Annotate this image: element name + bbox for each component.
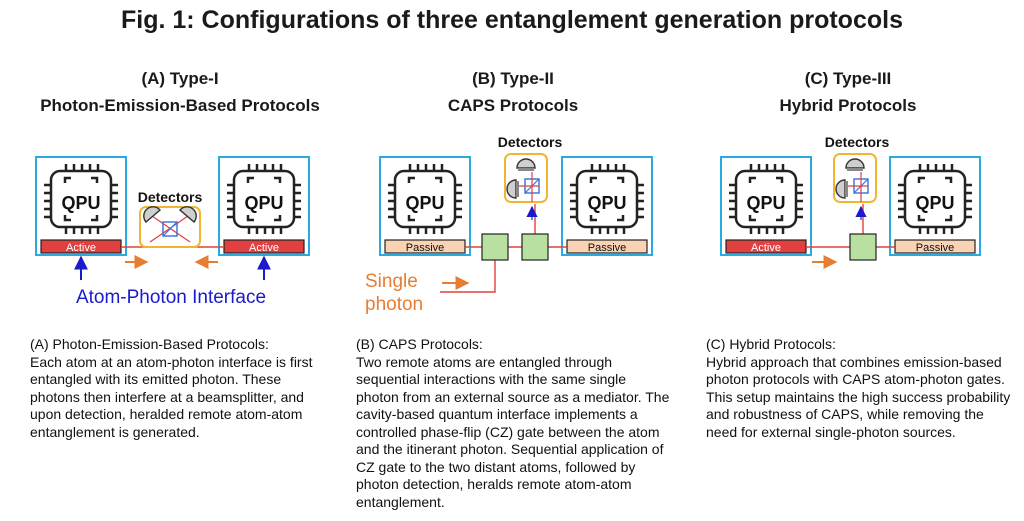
qpu-label: QPU	[244, 193, 283, 213]
panel-a-description: (A) Photon-Emission-Based Protocols: Eac…	[30, 336, 325, 441]
qpu-label: QPU	[746, 193, 785, 213]
panel-c-subtitle: Hybrid Protocols	[779, 96, 917, 115]
qpu-label: QPU	[405, 193, 444, 213]
interface-label: Active	[66, 242, 96, 254]
interface-label: Passive	[588, 242, 627, 254]
panel-c-description: (C) Hybrid Protocols: Hybrid approach th…	[706, 336, 1011, 441]
detectors-label: Detectors	[138, 189, 203, 205]
panel-b-description: (B) CAPS Protocols: Two remote atoms are…	[356, 336, 671, 511]
description-body: Hybrid approach that combines emission-b…	[706, 353, 1011, 440]
panel-a-subtitle: Photon-Emission-Based Protocols	[40, 96, 320, 115]
panel-a-type: (A) Type-I	[141, 69, 219, 88]
detector-module	[833, 153, 877, 203]
beamsplitter-detectors	[139, 206, 201, 248]
panel-c-type: (C) Type-III	[804, 69, 892, 88]
interface-label: Active	[249, 242, 279, 254]
detector-module	[504, 153, 548, 203]
atom-photon-interface-label: Atom-Photon Interface	[76, 287, 266, 308]
description-title: (B) CAPS Protocols:	[356, 336, 483, 352]
detectors-label: Detectors	[825, 134, 890, 150]
cz-gate	[849, 233, 877, 261]
detectors-label: Detectors	[498, 134, 563, 150]
qpu-label: QPU	[915, 193, 954, 213]
panel-c-heading: (C) Type-III Hybrid Protocols	[698, 65, 998, 119]
panel-b-diagram: QPU QPU Passive Passive Detectors Single…	[365, 134, 654, 315]
panel-b-heading: (B) Type-II CAPS Protocols	[363, 65, 663, 119]
panel-a-diagram: QPU QPU Active Active Detectors Atom-Pho…	[34, 155, 311, 308]
cz-gate	[481, 233, 509, 261]
description-title: (C) Hybrid Protocols:	[706, 336, 836, 352]
single-photon-label: Single	[365, 271, 418, 292]
interface-label: Passive	[916, 242, 955, 254]
panel-b-type: (B) Type-II	[472, 69, 554, 88]
interface-label: Passive	[406, 242, 445, 254]
panel-b-subtitle: CAPS Protocols	[447, 96, 579, 115]
panel-a-heading: (A) Type-I Photon-Emission-Based Protoco…	[30, 65, 330, 119]
description-body: Each atom at an atom-photon interface is…	[30, 353, 313, 440]
panel-c-diagram: QPU QPU Active Passive Detectors	[719, 134, 982, 269]
cz-gate	[521, 233, 549, 261]
description-title: (A) Photon-Emission-Based Protocols:	[30, 336, 269, 352]
interface-label: Active	[751, 242, 781, 254]
qpu-label: QPU	[587, 193, 626, 213]
single-photon-label: photon	[365, 294, 423, 315]
description-body: Two remote atoms are entangled through s…	[356, 353, 670, 510]
figure-title: Fig. 1: Configurations of three entangle…	[121, 6, 903, 34]
optical-fiber	[440, 260, 496, 293]
qpu-label: QPU	[61, 193, 100, 213]
